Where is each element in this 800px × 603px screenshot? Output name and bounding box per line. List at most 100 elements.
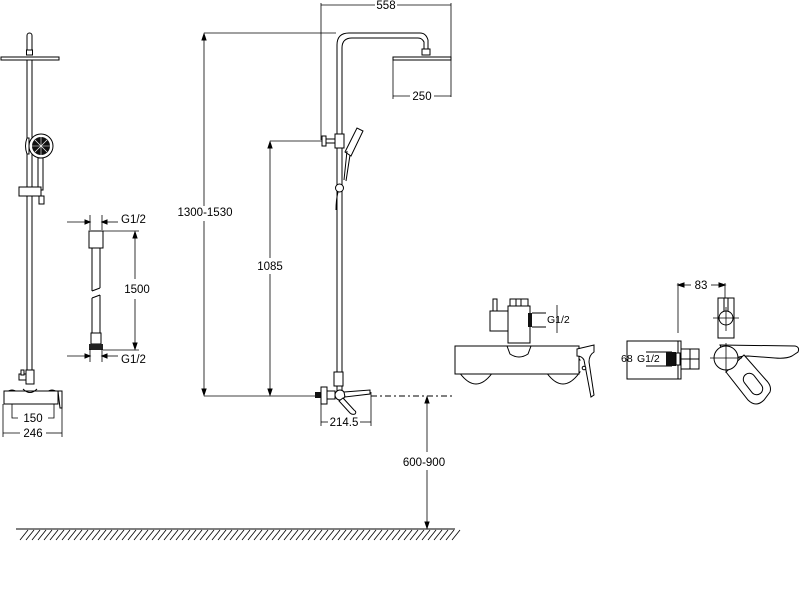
floor-hatch-line	[223, 529, 233, 541]
floor-hatch-line	[163, 529, 173, 541]
floor-hatch-line	[19, 529, 29, 541]
floor-hatch-line	[187, 529, 197, 541]
floor-hatch-line	[193, 529, 203, 541]
slider-knob	[335, 183, 344, 193]
lever-side	[338, 397, 357, 415]
overhead-shower-side	[392, 56, 452, 61]
diverter	[25, 369, 35, 385]
floor-hatch-line	[181, 529, 191, 541]
hose-view: G1/2 1500 G1/2	[67, 214, 150, 366]
floor-hatch-line	[127, 529, 137, 541]
floor-hatch-line	[91, 529, 101, 541]
floor-hatch-line	[451, 529, 461, 541]
diverter-body	[489, 310, 509, 332]
floor-hatch-line	[439, 529, 449, 541]
floor-hatch-line	[31, 529, 41, 541]
floor-hatch-line	[25, 529, 35, 541]
dim-valve-width: 246	[23, 428, 42, 440]
floor-hatch-line	[379, 529, 389, 541]
escutcheon-side	[320, 386, 328, 405]
dim-escutcheon-dia: 68	[621, 353, 633, 365]
floor-hatch-line	[421, 529, 431, 541]
floor-hatch-line	[331, 529, 341, 541]
floor-hatch-line	[241, 529, 251, 541]
floor-hatch-line	[445, 529, 455, 541]
mixer-lever	[57, 390, 63, 409]
overhead-shower-plate	[0, 56, 60, 61]
floor-hatch-line	[97, 529, 107, 541]
shower-arm-joint	[26, 49, 33, 56]
floor-hatch-line	[271, 529, 281, 541]
floor-hatch-line	[37, 529, 47, 541]
shower-arm-nut	[421, 48, 431, 56]
floor-hatch-line	[403, 529, 413, 541]
floor-hatch-line	[265, 529, 275, 541]
dim-outlet-offset: 83	[695, 280, 708, 292]
floor-hatch-line	[229, 529, 239, 541]
floor-hatch-line	[391, 529, 401, 541]
floor-hatch-line	[49, 529, 59, 541]
slider-bracket	[18, 186, 42, 197]
hose-bottom-thread: G1/2	[121, 354, 146, 366]
floor-hatch-line	[283, 529, 293, 541]
floor-hatch-line	[337, 529, 347, 541]
dim-valve-projection: 214.5	[330, 417, 359, 429]
floor-hatch-line	[79, 529, 89, 541]
floor-hatch-line	[73, 529, 83, 541]
floor-hatch-line	[289, 529, 299, 541]
floor-hatch-line	[313, 529, 323, 541]
floor-hatch-line	[433, 529, 443, 541]
front-view-small: 150 246	[0, 32, 63, 440]
floor-hatch-line	[253, 529, 263, 541]
hose-top-thread: G1/2	[121, 214, 146, 226]
floor-hatch-line	[103, 529, 113, 541]
floor-hatch-line	[415, 529, 425, 541]
floor-hatch-line	[259, 529, 269, 541]
floor-hatch-line	[133, 529, 143, 541]
floor-hatch-line	[343, 529, 353, 541]
floor-hatch-line	[85, 529, 95, 541]
dim-install-height: 600-900	[403, 457, 445, 469]
hose-length: 1500	[124, 284, 150, 296]
floor-hatch-line	[115, 529, 125, 541]
hose-top-nut	[88, 230, 104, 249]
floor-hatch-line	[43, 529, 53, 541]
handshower-handle	[37, 157, 44, 191]
floor-hatch-line	[211, 529, 221, 541]
dim-handshower-holder-height: 1085	[257, 261, 283, 273]
handshower-side	[344, 127, 364, 157]
floor-hatch-line	[325, 529, 335, 541]
floor	[16, 528, 461, 541]
floor-hatch-line	[295, 529, 305, 541]
floor-hatch-line	[109, 529, 119, 541]
floor-hatch-line	[355, 529, 365, 541]
floor-hatch-line	[175, 529, 185, 541]
hose-bottom-cone	[90, 332, 102, 345]
floor-hatch-line	[409, 529, 419, 541]
floor-hatch-line	[67, 529, 77, 541]
floor-hatch-line	[349, 529, 359, 541]
hose-bottom-nut	[89, 344, 103, 350]
floor-hatch-line	[139, 529, 149, 541]
floor-hatch-line	[157, 529, 167, 541]
floor-hatch-line	[277, 529, 287, 541]
side-view: 558 250 1300-1530 1085	[178, 0, 455, 530]
valve-side-view: 83 68 G1/2	[621, 280, 800, 405]
floor-hatch-line	[361, 529, 371, 541]
dim-overhead-shower-size: 250	[412, 91, 431, 103]
dim-overall-reach: 558	[376, 0, 395, 12]
dim-overall-height: 1300-1530	[178, 207, 233, 219]
dim-valve-inlet-spacing: 150	[23, 413, 42, 425]
valve-outlet-nut	[506, 345, 532, 358]
floor-hatch-line	[199, 529, 209, 541]
floor-hatch-line	[145, 529, 155, 541]
wall-bracket	[321, 135, 327, 147]
floor-hatch-line	[169, 529, 179, 541]
floor-hatch-line	[247, 529, 257, 541]
valve-lever-front	[576, 344, 595, 398]
valve-front-view: G1/2	[454, 298, 595, 398]
floor-hatch-line	[367, 529, 377, 541]
floor-hatch-line	[121, 529, 131, 541]
floor-hatch-line	[373, 529, 383, 541]
